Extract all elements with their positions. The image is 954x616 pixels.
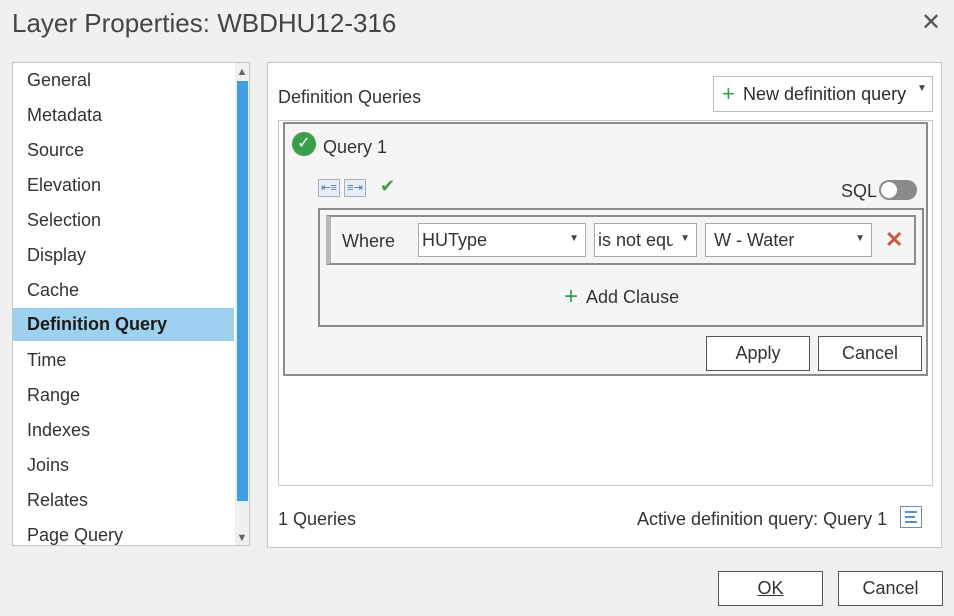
operator-select[interactable]: is not equ ▼	[594, 223, 697, 257]
sidebar-item-range[interactable]: Range	[27, 385, 81, 405]
sidebar-item-cache[interactable]: Cache	[27, 280, 80, 300]
sidebar-item-metadata[interactable]: Metadata	[27, 105, 103, 125]
sidebar-item-relates[interactable]: Relates	[27, 490, 89, 510]
outdent-icon[interactable]: ⇤≡	[318, 179, 340, 197]
field-select-value: HUType	[422, 230, 488, 250]
chevron-down-icon: ▼	[569, 233, 579, 244]
add-clause-button[interactable]: + Add Clause	[564, 282, 679, 310]
indent-icon[interactable]: ≡⇥	[344, 179, 366, 197]
scroll-up-arrow-icon[interactable]: ▲	[236, 66, 248, 78]
dialog-title: Layer Properties: WBDHU12-316	[12, 8, 397, 38]
query-card: ✓ Query 1 ⇤≡ ≡⇥ ✔ SQL Where HUType ▼ is …	[283, 122, 928, 376]
sql-toggle[interactable]	[879, 180, 917, 200]
sidebar-item-source[interactable]: Source	[27, 140, 85, 160]
active-query-check-icon: ✓	[292, 132, 316, 156]
new-definition-query-label: New definition query	[743, 84, 907, 104]
scroll-down-arrow-icon[interactable]: ▼	[236, 532, 248, 544]
sidebar-item-time[interactable]: Time	[27, 350, 67, 370]
query-name[interactable]: Query 1	[323, 137, 388, 157]
definition-query-panel: Definition Queries + New definition quer…	[267, 62, 942, 548]
verify-check-icon[interactable]: ✔	[380, 176, 396, 196]
sidebar-item-indexes[interactable]: Indexes	[27, 420, 91, 440]
active-query-text: Active definition query: Query 1	[637, 509, 888, 529]
sidebar-item-elevation[interactable]: Elevation	[27, 175, 102, 195]
plus-icon: +	[722, 81, 735, 106]
sidebar: General Metadata Source Elevation Select…	[12, 62, 250, 546]
value-select-value: W - Water	[714, 230, 795, 250]
chevron-down-icon: ▼	[680, 233, 690, 244]
sql-toggle-label: SQL	[841, 181, 878, 201]
query-list: ✓ Query 1 ⇤≡ ≡⇥ ✔ SQL Where HUType ▼ is …	[278, 120, 933, 486]
apply-button[interactable]: Apply	[706, 336, 810, 371]
add-clause-label: Add Clause	[586, 287, 680, 307]
sidebar-item-general[interactable]: General	[27, 70, 92, 90]
delete-clause-icon[interactable]: ✕	[885, 227, 904, 252]
sql-panel-icon[interactable]	[900, 506, 922, 528]
plus-icon: +	[564, 283, 579, 310]
where-label: Where	[342, 231, 396, 251]
query-cancel-button[interactable]: Cancel	[818, 336, 922, 371]
sidebar-item-joins[interactable]: Joins	[27, 455, 70, 475]
sidebar-item-display[interactable]: Display	[27, 245, 87, 265]
query-count: 1 Queries	[278, 509, 357, 529]
ok-button-label: OK	[757, 578, 784, 598]
scrollbar-thumb[interactable]	[237, 81, 248, 501]
close-icon[interactable]: ✕	[920, 9, 942, 36]
section-label: Definition Queries	[278, 87, 422, 107]
field-select[interactable]: HUType ▼	[418, 223, 586, 257]
sidebar-item-definition-query[interactable]: Definition Query	[13, 308, 234, 341]
cancel-button[interactable]: Cancel	[838, 571, 943, 606]
value-select[interactable]: W - Water ▼	[705, 223, 872, 257]
clause-row: Where HUType ▼ is not equ ▼ W - Water ▼ …	[326, 215, 916, 265]
sidebar-item-selection[interactable]: Selection	[27, 210, 102, 230]
chevron-down-icon: ▼	[855, 233, 865, 244]
dropdown-caret-icon[interactable]: ▼	[917, 83, 927, 94]
toggle-knob	[881, 182, 897, 198]
sidebar-item-page-query[interactable]: Page Query	[27, 525, 124, 545]
clause-builder: Where HUType ▼ is not equ ▼ W - Water ▼ …	[318, 208, 924, 327]
new-definition-query-button[interactable]: + New definition query ▼	[713, 76, 933, 112]
operator-select-value: is not equ	[598, 230, 673, 250]
ok-button[interactable]: OK	[718, 571, 823, 606]
